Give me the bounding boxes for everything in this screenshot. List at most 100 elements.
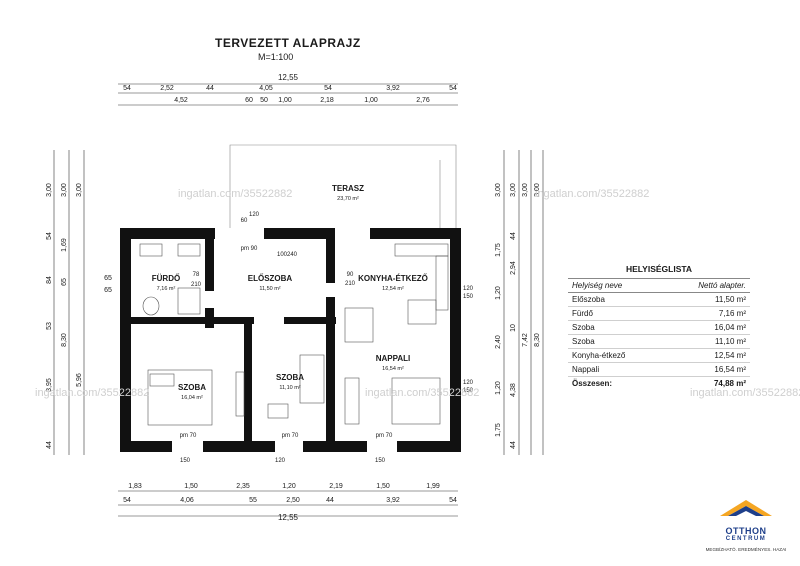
room-area-cell: 16,54 m²	[663, 362, 750, 377]
svg-text:240: 240	[287, 252, 298, 258]
svg-text:10: 10	[510, 324, 517, 332]
svg-text:210: 210	[191, 282, 202, 288]
svg-text:1,83: 1,83	[128, 483, 142, 490]
room-table: Helyiség neve Nettó alapter. Előszoba 11…	[568, 278, 750, 390]
room-area-cell: 11,10 m²	[663, 334, 750, 349]
col-header-name: Helyiség neve	[568, 278, 664, 293]
left-col2: 3,00 1,69 65 8,30	[61, 183, 68, 347]
room-list: HELYISÉGLISTA Helyiség neve Nettó alapte…	[568, 264, 750, 390]
svg-text:3,92: 3,92	[386, 497, 400, 504]
room-area-cell: 12,54 m²	[663, 348, 750, 363]
room-area-cell: 7,16 m²	[663, 306, 750, 321]
svg-text:1,20: 1,20	[495, 286, 502, 300]
room-labels: TERASZ 23,70 m² FÜRDŐ 7,16 m² ELŐSZOBA 1…	[152, 184, 428, 401]
svg-text:150: 150	[180, 458, 191, 464]
svg-text:1,50: 1,50	[184, 483, 198, 490]
svg-text:2,52: 2,52	[160, 85, 174, 92]
room-name-cell: Előszoba	[568, 292, 664, 307]
total-row: Összesen: 74,88 m²	[568, 377, 750, 391]
svg-text:1,50: 1,50	[376, 483, 390, 490]
svg-text:84: 84	[46, 276, 53, 284]
logo-slogan: MEGBÍZHATÓ. EREDMÉNYES. HAZAI	[705, 547, 787, 552]
left-inner: 65 65	[104, 275, 112, 294]
room-area: 16,54 m²	[382, 366, 404, 372]
svg-text:54: 54	[123, 497, 131, 504]
svg-text:100: 100	[277, 252, 288, 258]
svg-text:1,75: 1,75	[495, 243, 502, 257]
svg-text:1,99: 1,99	[426, 483, 440, 490]
svg-text:3,00: 3,00	[522, 183, 529, 197]
room-area: 16,04 m²	[181, 395, 203, 401]
table-row: Nappali 16,54 m²	[568, 362, 750, 377]
left-col3: 3,005,96	[76, 183, 83, 387]
svg-text:65: 65	[104, 275, 112, 282]
svg-text:55: 55	[249, 497, 257, 504]
table-row: Fürdő 7,16 m²	[568, 306, 750, 321]
svg-text:pm 70: pm 70	[282, 433, 299, 439]
svg-text:1,20: 1,20	[495, 381, 502, 395]
interior-walls	[131, 239, 336, 441]
svg-text:60: 60	[245, 97, 253, 104]
right-col4: 3,00 8,30	[534, 183, 541, 347]
svg-text:3,00: 3,00	[534, 183, 541, 197]
watermark-text: ingatlan.com/35522882	[35, 387, 149, 399]
svg-text:7,42: 7,42	[522, 333, 529, 347]
svg-text:4,52: 4,52	[174, 97, 188, 104]
svg-text:44: 44	[46, 441, 53, 449]
svg-text:4,06: 4,06	[180, 497, 194, 504]
svg-text:65: 65	[104, 287, 112, 294]
svg-text:2,50: 2,50	[286, 497, 300, 504]
room-list-title: HELYISÉGLISTA	[625, 264, 693, 274]
table-row: Szoba 16,04 m²	[568, 320, 750, 335]
svg-text:120: 120	[463, 286, 474, 292]
plan-scale: M=1:100	[258, 52, 294, 62]
svg-text:8,30: 8,30	[534, 333, 541, 347]
svg-text:53: 53	[46, 322, 53, 330]
svg-text:5,96: 5,96	[76, 373, 83, 387]
svg-text:2,76: 2,76	[416, 97, 430, 104]
exterior-walls	[120, 228, 461, 452]
svg-text:120: 120	[275, 458, 286, 464]
svg-text:pm 70: pm 70	[376, 433, 393, 439]
svg-text:60: 60	[241, 218, 248, 224]
table-row: Konyha-étkező 12,54 m²	[568, 348, 750, 363]
svg-text:1,00: 1,00	[364, 97, 378, 104]
total-label: Összesen:	[572, 379, 613, 388]
svg-text:210: 210	[345, 281, 356, 287]
svg-text:8,30: 8,30	[61, 333, 68, 347]
right-col3: 3,00 7,42	[522, 183, 529, 347]
svg-text:44: 44	[206, 85, 214, 92]
svg-text:3,00: 3,00	[61, 183, 68, 197]
room-name-cell: Fürdő	[568, 306, 664, 321]
watermarks: ingatlan.com/35522882 ingatlan.com/35522…	[35, 188, 800, 399]
svg-text:pm 90: pm 90	[241, 246, 258, 252]
col-header-area: Nettó alapter.	[663, 278, 750, 293]
svg-text:1,69: 1,69	[61, 238, 68, 252]
svg-text:150: 150	[463, 294, 474, 300]
room-area: 11,10 m²	[279, 385, 300, 391]
svg-text:1,00: 1,00	[278, 97, 292, 104]
svg-text:2,18: 2,18	[320, 97, 334, 104]
room-name: KONYHA-ÉTKEZŐ	[358, 274, 428, 283]
terrace-outline	[229, 144, 457, 228]
watermark-text: ingatlan.com/35522882	[690, 387, 800, 399]
room-name-cell: Nappali	[568, 362, 664, 377]
room-area: 23,70 m²	[337, 196, 359, 202]
room-name: SZOBA	[276, 373, 304, 382]
svg-text:pm 70: pm 70	[180, 433, 197, 439]
room-area: 7,16 m²	[157, 286, 176, 292]
svg-text:54: 54	[123, 85, 131, 92]
room-name-cell: Szoba	[568, 320, 664, 335]
dimension-lines	[53, 83, 544, 517]
svg-text:65: 65	[61, 278, 68, 286]
svg-text:44: 44	[326, 497, 334, 504]
svg-text:54: 54	[449, 85, 457, 92]
room-name: SZOBA	[178, 383, 206, 392]
